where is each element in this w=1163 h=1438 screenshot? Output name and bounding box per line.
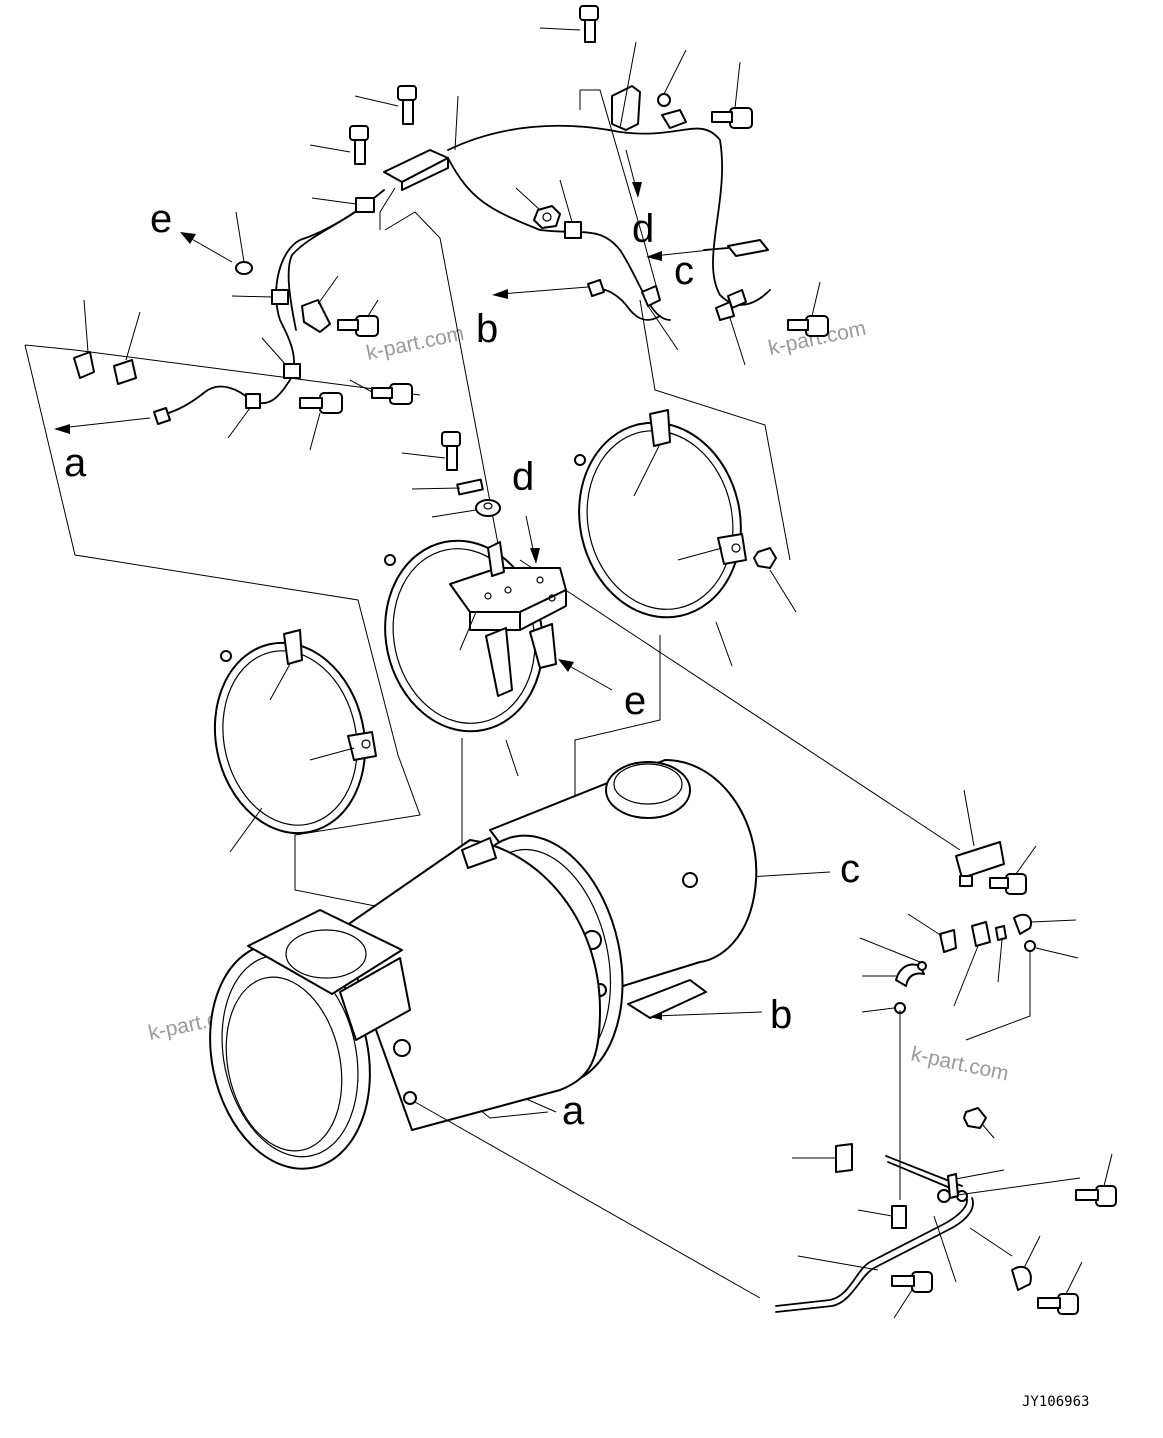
bolt-right-mid [787, 281, 829, 337]
ref-letter-a-lower: a [562, 1089, 585, 1133]
muffler-body [209, 759, 758, 1170]
sensor-harness-upper [379, 41, 771, 366]
bolt-left-harness [299, 392, 343, 451]
ref-letter-d-mid: d [512, 455, 534, 499]
sensor-pipe-assembly [414, 1101, 1117, 1319]
bolt-top-2 [354, 85, 417, 125]
ref-letter-a-upper: a [64, 441, 87, 485]
ref-letter-e-upper: e [150, 197, 172, 241]
ref-letter-e-mid: e [624, 679, 646, 723]
bolt-center-stack [401, 431, 501, 518]
arrow-c-upper [646, 247, 729, 261]
watermark-4: k-part.com [909, 1042, 1011, 1085]
arrow-d-upper [625, 149, 642, 198]
ref-letter-d-upper: d [632, 207, 654, 251]
arrow-d-mid [525, 515, 540, 564]
ref-letter-b-upper: b [476, 307, 498, 351]
arrow-e-upper [180, 232, 233, 263]
ref-letter-b-lower: b [770, 993, 792, 1037]
ref-letter-c-upper: c [674, 249, 694, 293]
pressure-sensor-assembly [859, 789, 1079, 1200]
ref-letter-c-lower: c [840, 847, 860, 891]
watermark-1: k-part.com [364, 322, 466, 365]
bolt-left-low [349, 379, 413, 405]
sensor-harness-left [73, 189, 385, 439]
drawing-code: JY106963 [1022, 1394, 1089, 1410]
arrow-b-upper [492, 286, 589, 299]
clamp-band-left [213, 629, 377, 853]
clamp-band-center [384, 539, 567, 777]
bolt-left-mid [337, 299, 379, 337]
arrow-e-mid [558, 659, 613, 691]
bolt-top-1 [539, 5, 599, 43]
bolt-top-3 [309, 125, 369, 165]
arrow-a-upper [54, 417, 151, 434]
clamp-band-right [574, 409, 797, 667]
bolt-right-upper [711, 61, 753, 129]
